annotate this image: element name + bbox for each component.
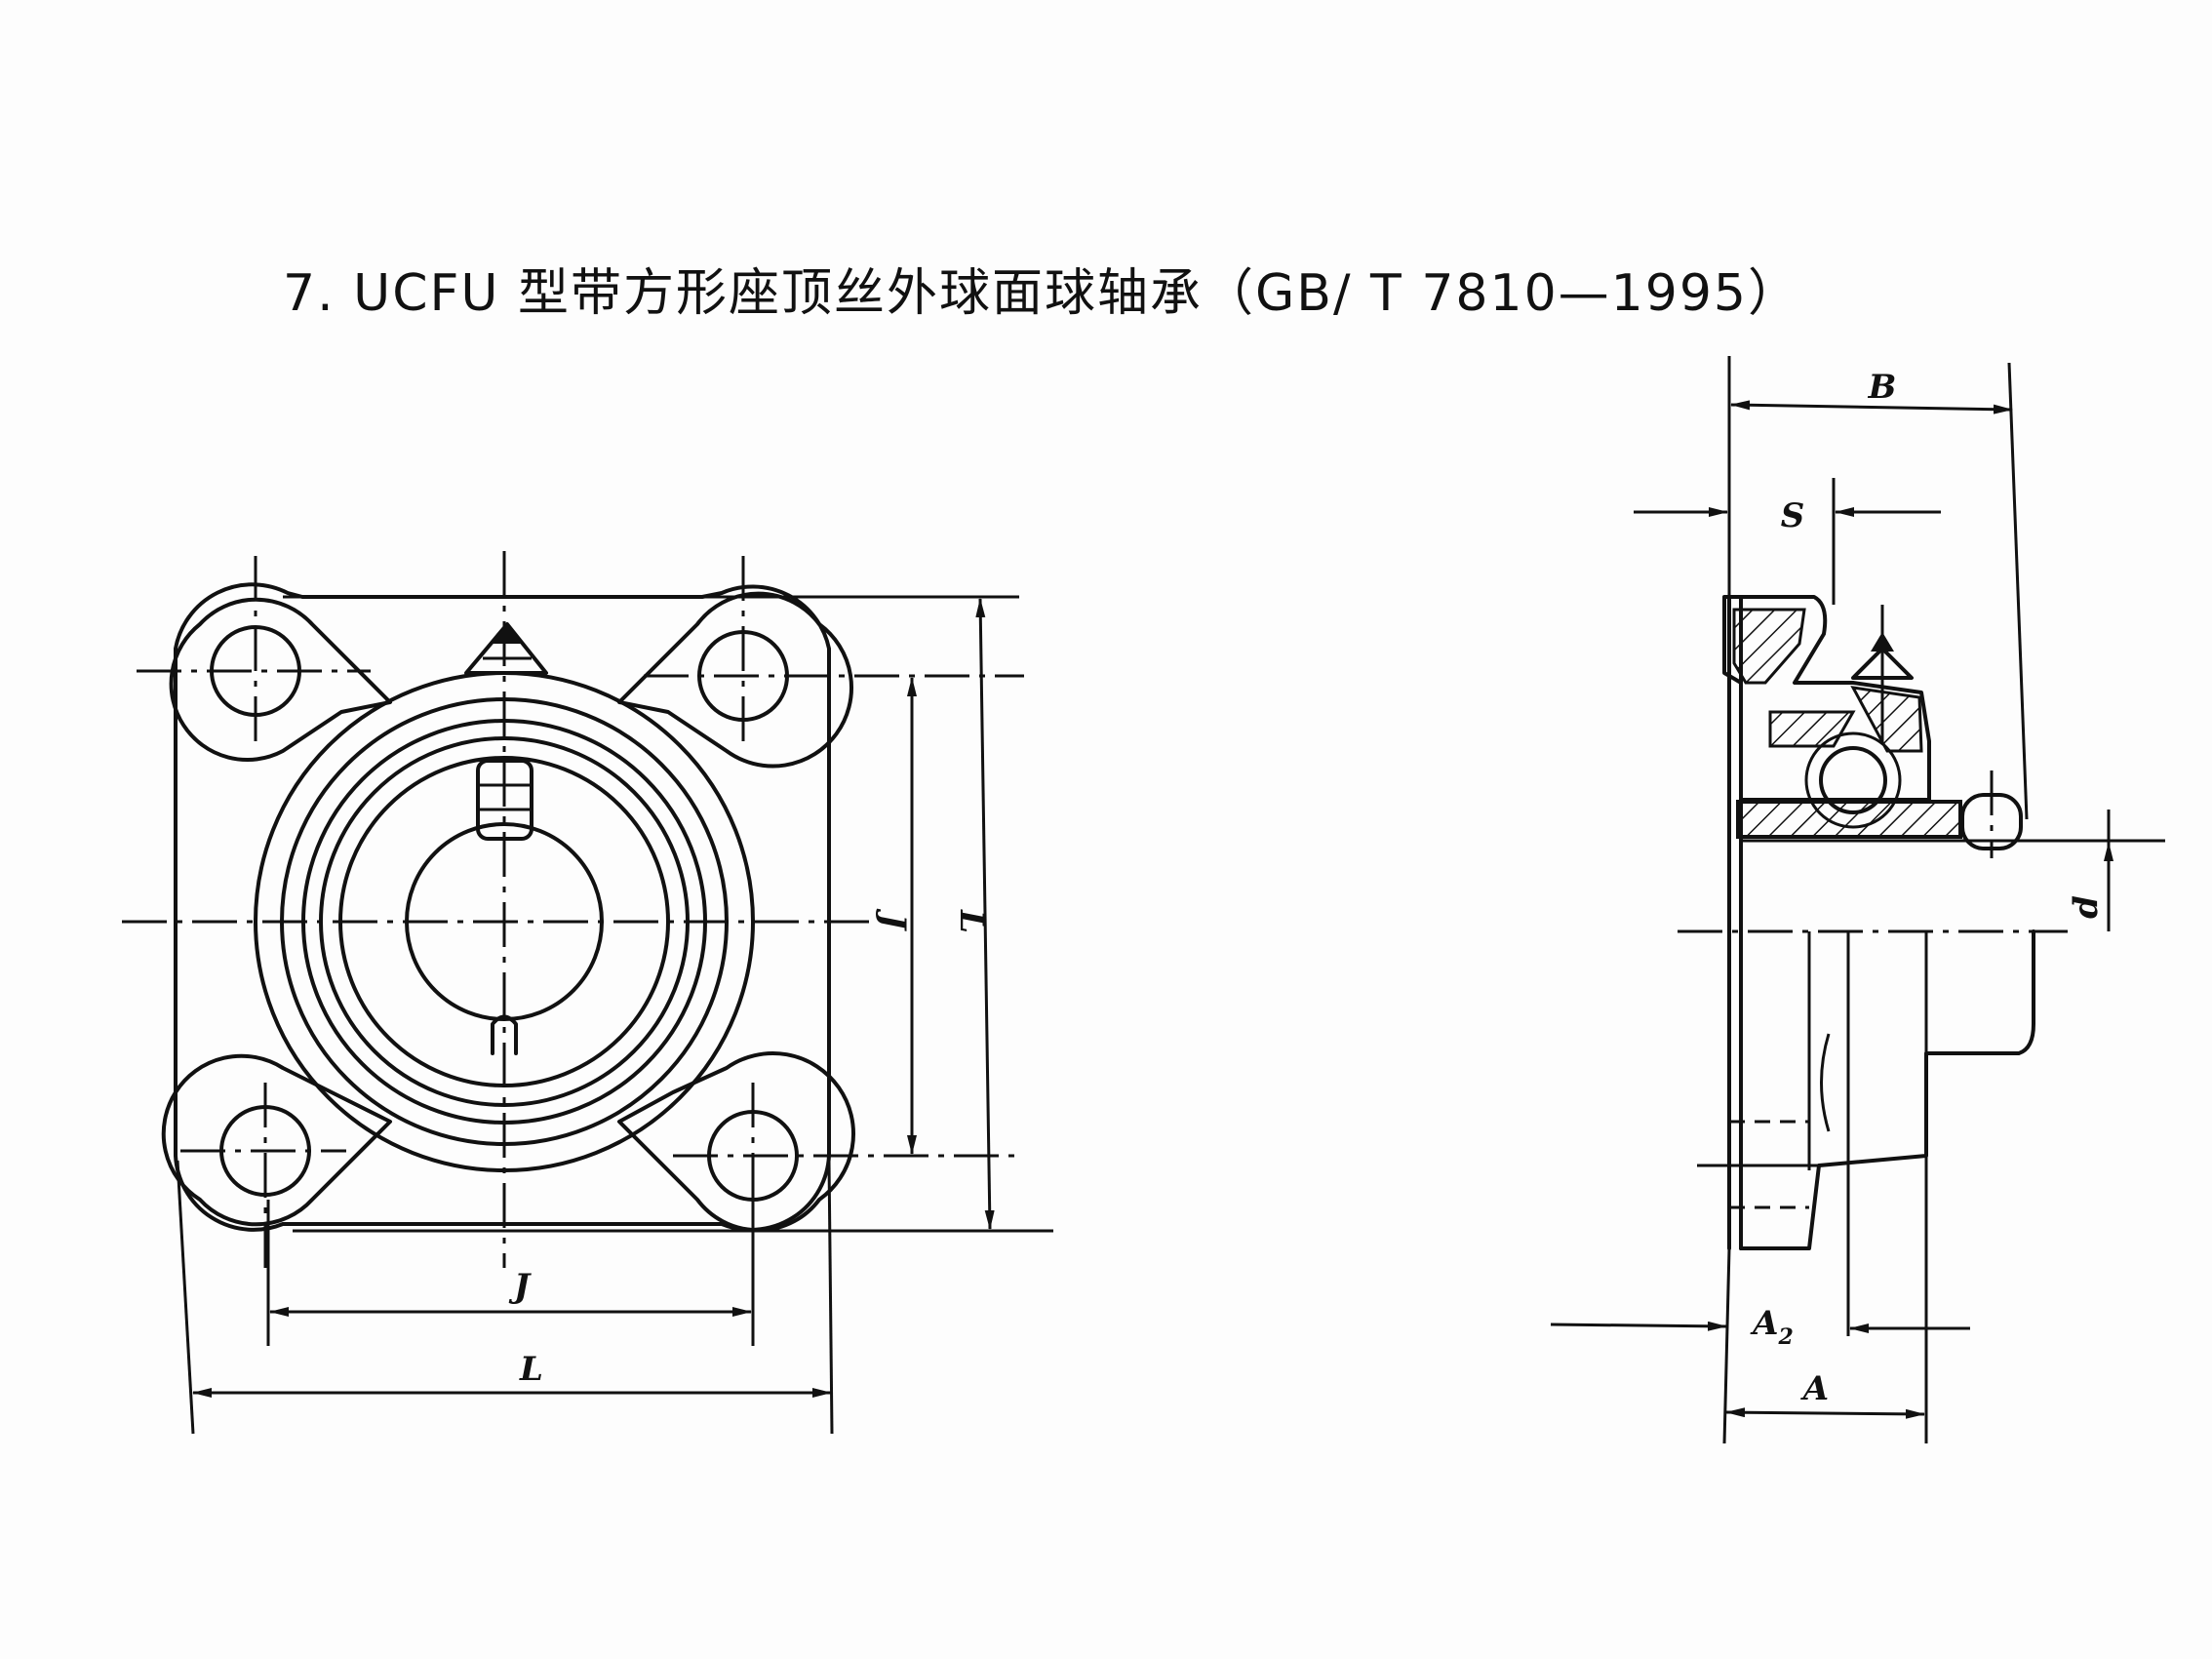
lobe-top-right — [617, 591, 853, 769]
housing-hatch-2 — [1768, 710, 1856, 748]
ext-line-b-right — [2007, 362, 2029, 820]
grease-nipple-tip — [493, 622, 522, 644]
dim-label-a2: A2 — [1750, 1304, 1794, 1350]
dim-line-a — [1725, 1407, 1925, 1419]
side-view: B S — [1550, 356, 2165, 1444]
inner-ring-section — [1736, 800, 1962, 839]
ext-line-left-l — [176, 1160, 195, 1435]
lobe-bottom-right — [617, 1050, 856, 1233]
lobe-top-left — [169, 597, 392, 763]
dim-label-b: B — [1868, 368, 1897, 407]
front-view: J L J L — [122, 551, 1053, 1435]
dim-label-l-vertical: L — [952, 909, 991, 933]
dim-label-a: A — [1800, 1369, 1829, 1408]
ext-line-a-left — [1722, 1247, 1731, 1444]
flange-outline — [174, 582, 831, 1232]
dim-label-j-horizontal: J — [508, 1267, 532, 1306]
dim-label-l-horizontal: L — [519, 1350, 543, 1389]
grease-nipple — [464, 622, 548, 675]
dim-label-s: S — [1781, 496, 1805, 535]
dim-label-j-vertical: J — [874, 908, 913, 931]
dim-line-b — [1730, 400, 2013, 415]
dim-label-d: d — [2067, 895, 2106, 919]
housing-hatch-1 — [1732, 608, 1806, 685]
lobe-bottom-left — [161, 1053, 392, 1227]
drawing-title: 7. UCFU 型带方形座顶丝外球面球轴承（GB/ T 7810—1995） — [283, 264, 1800, 323]
housing-hatch-3 — [1850, 686, 1923, 753]
dim-line-l-vertical — [975, 598, 995, 1230]
dim-line-a2-left — [1550, 1321, 1727, 1331]
hub-curve — [1820, 1033, 1831, 1132]
housing-lower-outline — [1739, 929, 2035, 1250]
